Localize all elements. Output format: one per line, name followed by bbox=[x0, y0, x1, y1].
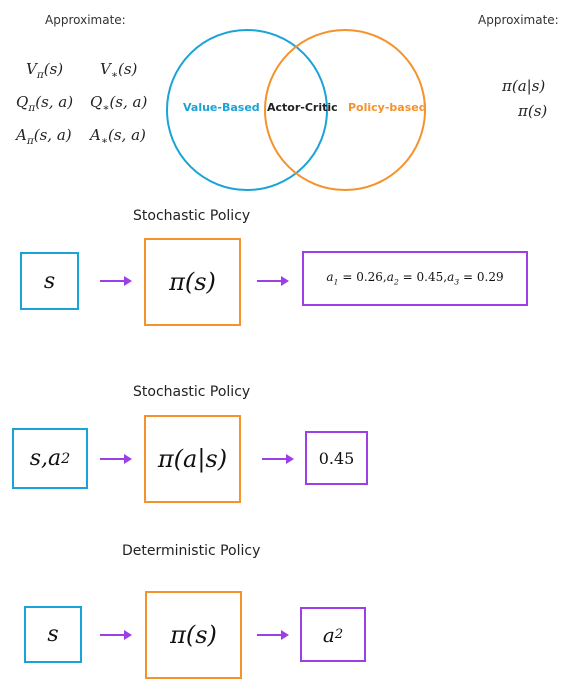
value-based-label: Value-Based bbox=[183, 101, 260, 114]
diagram3-policy-box: π(s) bbox=[145, 591, 242, 679]
a-star-label: A∗(s, a) bbox=[90, 126, 146, 147]
output-a2: a2 = 0.45, bbox=[386, 270, 448, 287]
venn-diagram bbox=[166, 29, 426, 191]
diagram3-arrow-1 bbox=[100, 630, 132, 640]
q-star-label: Q∗(s, a) bbox=[90, 93, 148, 114]
diagram1-arrow-2 bbox=[257, 276, 289, 286]
diagram2-title: Stochastic Policy bbox=[133, 384, 251, 400]
output-a1: a1 = 0.26, bbox=[326, 270, 387, 287]
value-based-circle bbox=[166, 29, 328, 191]
a-pi-label: Aπ(s, a) bbox=[16, 126, 72, 147]
approximate-label-right: Approximate: bbox=[478, 13, 559, 27]
policy-based-circle bbox=[264, 29, 426, 191]
diagram2-arrow-1 bbox=[100, 454, 132, 464]
diagram3-title: Deterministic Policy bbox=[122, 543, 261, 559]
diagram1-title: Stochastic Policy bbox=[133, 208, 251, 224]
actor-critic-label: Actor-Critic bbox=[267, 101, 338, 114]
diagram1-output-box: a1 = 0.26, a2 = 0.45, a3 = 0.29 bbox=[302, 251, 528, 306]
diagram2-output-box: 0.45 bbox=[305, 431, 368, 485]
diagram1-arrow-1 bbox=[100, 276, 132, 286]
diagram1-input-box: s bbox=[20, 252, 79, 310]
v-pi-label: Vπ(s) bbox=[26, 60, 64, 81]
diagram2-policy-box: π(a|s) bbox=[144, 415, 241, 503]
pi-s-label: π(s) bbox=[518, 102, 548, 120]
pi-a-given-s-label: π(a|s) bbox=[502, 77, 546, 95]
diagram1-policy-box: π(s) bbox=[144, 238, 241, 326]
diagram3-arrow-2 bbox=[257, 630, 289, 640]
q-pi-label: Qπ(s, a) bbox=[16, 93, 74, 114]
diagram2-arrow-2 bbox=[262, 454, 294, 464]
output-a3: a3 = 0.29 bbox=[447, 270, 504, 287]
v-star-label: V∗(s) bbox=[100, 60, 138, 81]
diagram3-input-box: s bbox=[24, 606, 82, 663]
policy-based-label: Policy-based bbox=[348, 101, 427, 114]
approximate-label-left: Approximate: bbox=[45, 13, 126, 27]
